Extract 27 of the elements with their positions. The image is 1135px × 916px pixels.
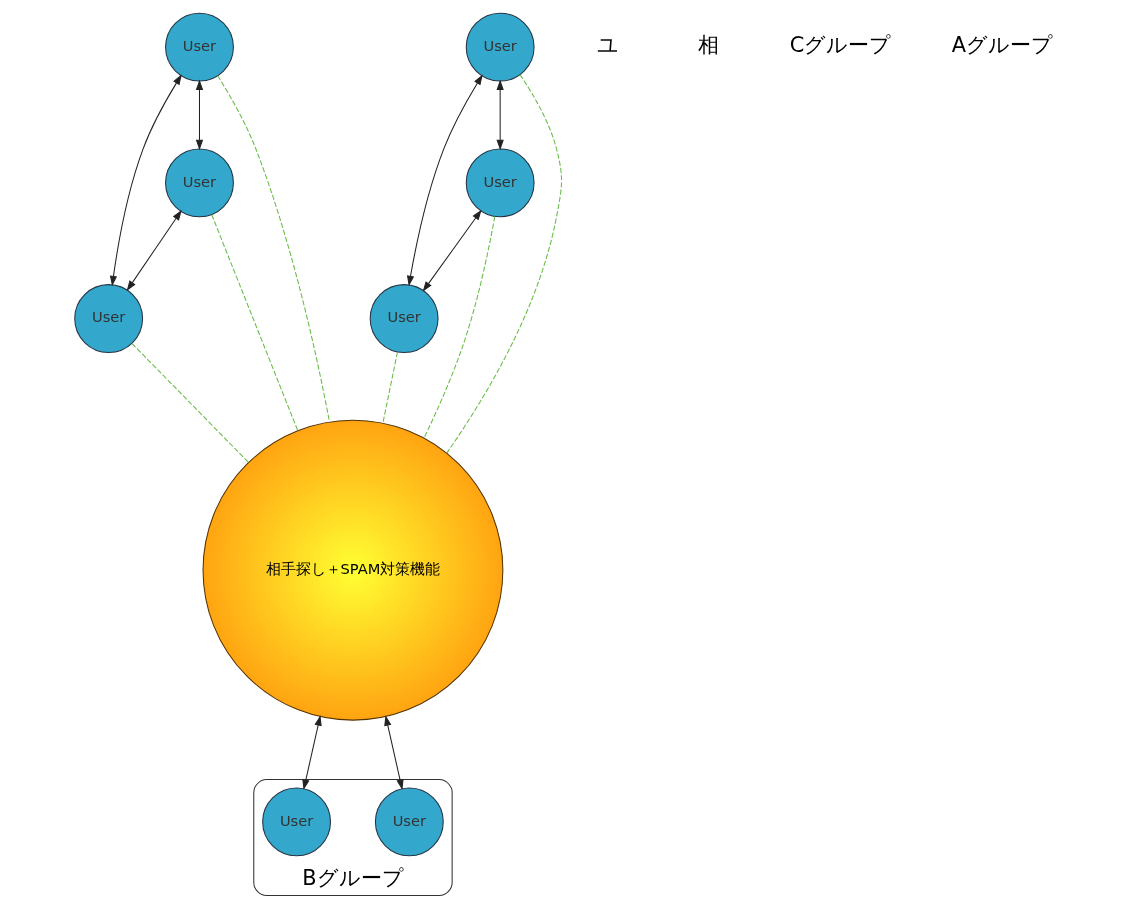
label: Aグループ [951, 32, 1053, 57]
connector [382, 351, 398, 424]
arrow [302, 714, 322, 790]
arrow [195, 79, 204, 150]
arrow [109, 73, 182, 286]
node-circle: User [465, 147, 535, 217]
connector [217, 74, 330, 422]
node-circle: User [165, 12, 234, 82]
node-circle: User [465, 12, 535, 82]
arrow [406, 73, 483, 286]
label: ユ [596, 32, 619, 57]
connector [423, 215, 496, 439]
connector [131, 342, 249, 463]
connector [211, 213, 299, 431]
node-circle: 相手探し＋SPAM対策機能 [202, 419, 504, 721]
node-circle: User [165, 147, 234, 217]
node-circle: User [74, 283, 144, 353]
label: Cグループ [789, 32, 892, 57]
node-circle: User [369, 283, 439, 353]
arrow [384, 714, 404, 790]
node-circle: User [374, 786, 444, 856]
node-circle: User [262, 786, 332, 856]
arrow [496, 79, 504, 150]
arrow [126, 209, 182, 291]
arrow [422, 209, 482, 292]
label: 相 [698, 32, 720, 57]
connector [446, 73, 562, 453]
